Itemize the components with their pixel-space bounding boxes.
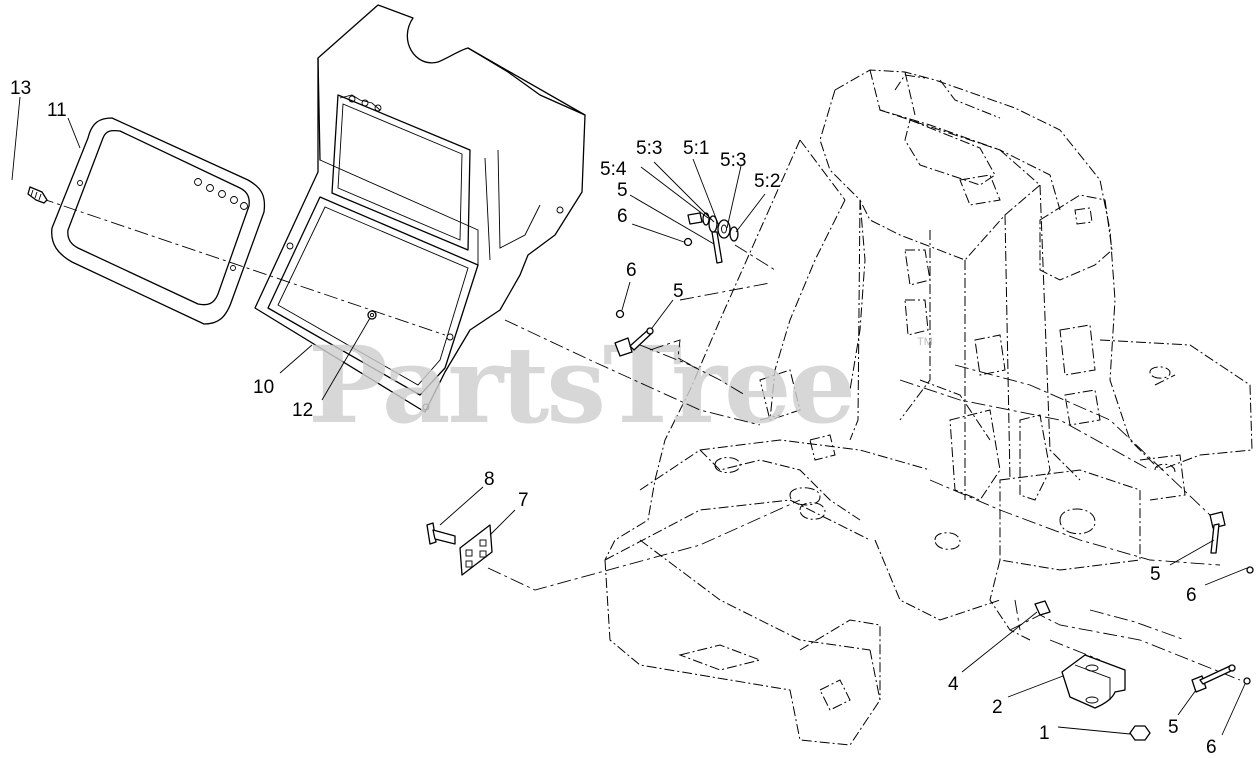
callout-4: 4 [948, 674, 959, 695]
link-assembly-left [614, 309, 654, 357]
link-assembly-bottom [1191, 664, 1251, 693]
callout-11: 11 [47, 100, 67, 121]
spacer [1034, 600, 1051, 616]
callout-6-d: 6 [1206, 737, 1217, 758]
bolt [426, 522, 456, 545]
window-frame [51, 117, 266, 325]
callout-7: 7 [518, 490, 529, 511]
callout-5-2: 5:2 [754, 171, 780, 192]
callout-5-a: 5 [617, 180, 628, 201]
mounting-plate [459, 524, 493, 576]
callout-6-c: 6 [1186, 585, 1197, 606]
callout-6-a: 6 [617, 206, 628, 227]
callout-5-d: 5 [1168, 717, 1179, 738]
callout-labels: 13 11 10 12 5:3 5:1 5:3 5:4 5:2 5 6 6 5 … [10, 78, 1217, 758]
callout-5-b: 5 [673, 281, 684, 302]
callout-5-3-b: 5:3 [720, 150, 746, 171]
link-assembly-top [683, 212, 739, 264]
hardware-parts [27, 186, 1254, 741]
cover-panel [254, 4, 586, 413]
bracket [1061, 654, 1126, 709]
grommet [367, 310, 377, 320]
leader-lines [11, 96, 1248, 736]
callout-2: 2 [992, 697, 1003, 718]
alignment-lines [39, 197, 1241, 681]
callout-8: 8 [484, 469, 495, 490]
machine-frame [604, 69, 1253, 746]
watermark: PartsTree TM [308, 322, 933, 447]
nut [1129, 725, 1151, 741]
watermark-text: PartsTree [308, 322, 853, 447]
callout-6-b: 6 [626, 260, 637, 281]
callout-5-1: 5:1 [683, 138, 709, 159]
callout-1: 1 [1039, 723, 1050, 744]
link-assembly-right [1209, 511, 1254, 574]
watermark-tm: TM [917, 336, 933, 348]
push-pin [27, 186, 48, 204]
callout-12: 12 [292, 400, 313, 421]
callout-5-c: 5 [1150, 564, 1161, 585]
callout-5-4: 5:4 [600, 159, 627, 180]
callout-5-3-a: 5:3 [636, 138, 662, 159]
callout-13: 13 [10, 78, 31, 99]
callout-10: 10 [253, 377, 274, 398]
